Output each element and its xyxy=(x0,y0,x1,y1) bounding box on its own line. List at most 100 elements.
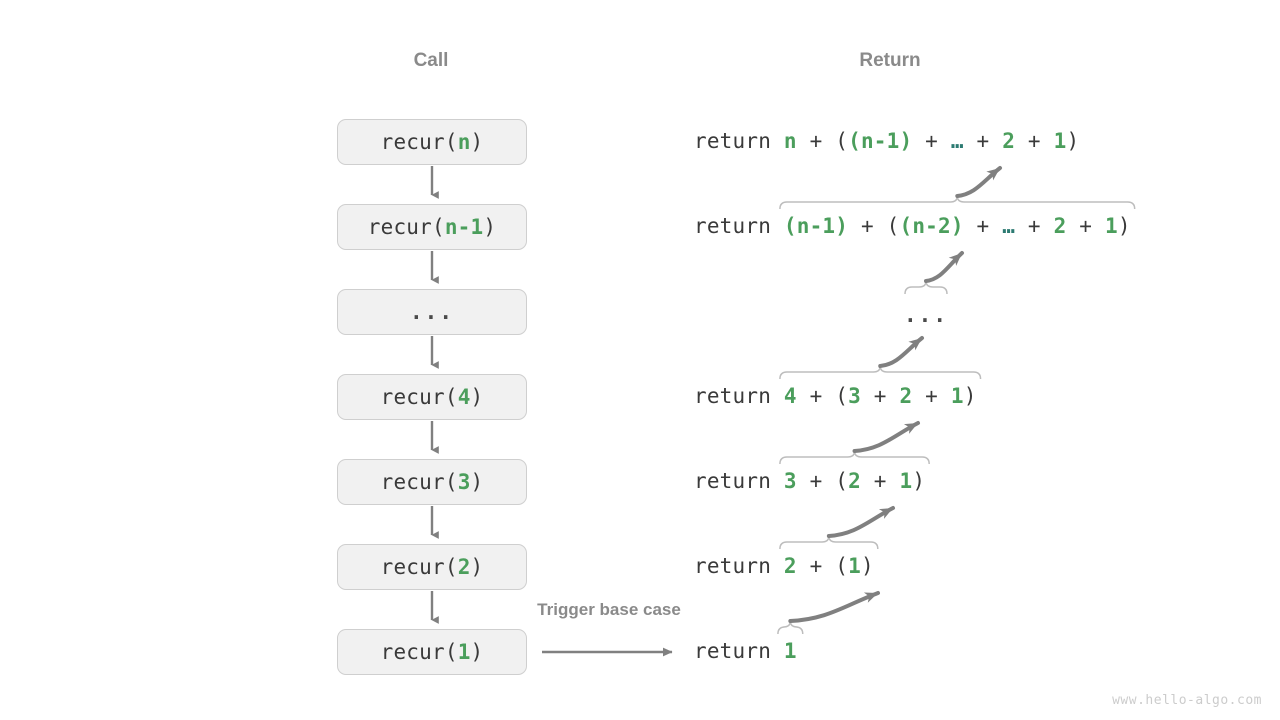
return-token: 1 xyxy=(783,639,797,663)
return-token: + ( xyxy=(796,469,849,493)
return-statement: return (n-1) + ((n-2) + … + 2 + 1) xyxy=(694,216,1131,237)
return-token: + ( xyxy=(796,384,849,408)
return-keyword: return xyxy=(694,469,784,493)
call-frame-box: recur(n) xyxy=(337,119,527,165)
return-flow-arrowhead xyxy=(878,508,893,519)
return-token: 2 xyxy=(1053,214,1067,238)
sum-brace xyxy=(779,365,982,380)
call-frame-fn: recur( xyxy=(380,385,458,409)
return-token: 1 xyxy=(1105,214,1118,238)
return-token: 4 xyxy=(783,384,797,408)
watermark: www.hello-algo.com xyxy=(1112,693,1262,708)
return-token: + xyxy=(1066,214,1105,238)
call-frame-box: recur(1) xyxy=(337,629,527,675)
return-token: 1 xyxy=(899,469,913,493)
return-statement: return 3 + (2 + 1) xyxy=(694,471,925,492)
return-statement: return 1 xyxy=(694,641,797,662)
sum-brace xyxy=(779,450,930,465)
return-token: ) xyxy=(963,384,977,408)
call-frame-box: recur(2) xyxy=(337,544,527,590)
return-flow-arrowhead xyxy=(948,253,962,266)
return-token: (n-1) xyxy=(783,214,849,238)
call-frame-box: recur(4) xyxy=(337,374,527,420)
call-frame-fn: recur( xyxy=(380,470,458,494)
return-expression: 1 xyxy=(784,639,797,663)
call-frame-paren: ) xyxy=(470,130,484,154)
sum-brace xyxy=(779,195,1136,210)
return-expression: (n-1) + ((n-2) + … + 2 + 1) xyxy=(784,214,1131,238)
return-flow-arrowhead xyxy=(903,423,918,434)
call-frame-arg: 3 xyxy=(457,470,471,494)
return-token: + ( xyxy=(796,129,849,153)
return-flow-arrow xyxy=(852,421,920,453)
return-flow-arrow xyxy=(826,506,895,538)
sum-brace xyxy=(777,620,804,635)
return-token: 2 xyxy=(1002,129,1016,153)
call-frame-arg: 4 xyxy=(457,385,471,409)
return-token: 2 xyxy=(783,554,797,578)
return-token: + ( xyxy=(796,554,849,578)
return-statement: return 2 + (1) xyxy=(694,556,874,577)
return-keyword: return xyxy=(694,214,784,238)
return-token: 3 xyxy=(848,384,861,408)
return-flow-arrowhead xyxy=(986,168,1000,181)
call-frame-paren: ) xyxy=(470,385,484,409)
call-frame-arg: n-1 xyxy=(444,215,484,239)
return-keyword: return xyxy=(694,384,784,408)
return-token: 1 xyxy=(1053,129,1067,153)
call-frame-paren: ) xyxy=(470,640,484,664)
return-statement: return n + ((n-1) + … + 2 + 1) xyxy=(694,131,1079,152)
return-token: + xyxy=(963,214,1003,238)
return-token: + xyxy=(1015,129,1054,153)
return-flow-arrowhead xyxy=(863,592,878,603)
return-token: 2 xyxy=(899,384,913,408)
return-keyword: return xyxy=(694,129,784,153)
return-token: + xyxy=(860,384,900,408)
call-frame-paren: ) xyxy=(470,555,484,579)
trigger-base-case-label: Trigger base case xyxy=(537,600,681,619)
return-flow-arrowhead xyxy=(908,338,922,351)
return-token: (n-2) xyxy=(899,214,964,238)
return-token: ) xyxy=(860,554,874,578)
return-expression: 4 + (3 + 2 + 1) xyxy=(784,384,977,408)
return-token: n xyxy=(783,129,797,153)
return-ellipsis-row: ... xyxy=(904,303,948,327)
call-frame-fn: recur( xyxy=(367,215,445,239)
sum-brace xyxy=(779,535,879,550)
return-token: (n-1) xyxy=(848,129,913,153)
column-header-return: Return xyxy=(859,50,921,71)
return-token: + ( xyxy=(848,214,900,238)
return-expression: 2 + (1) xyxy=(784,554,874,578)
return-token: 1 xyxy=(848,554,861,578)
call-frame-ellipsis: ... xyxy=(410,300,454,324)
return-statement: return 4 + (3 + 2 + 1) xyxy=(694,386,977,407)
return-flow-arrow xyxy=(924,251,964,283)
call-frame-box: recur(n-1) xyxy=(337,204,527,250)
call-frame-box: recur(3) xyxy=(337,459,527,505)
return-keyword: return xyxy=(694,639,784,663)
call-frame-arg: 1 xyxy=(457,640,471,664)
call-frame-paren: ) xyxy=(470,470,484,494)
sum-brace xyxy=(904,280,948,295)
call-frame-box: ... xyxy=(337,289,527,335)
call-frame-fn: recur( xyxy=(380,555,458,579)
return-flow-arrow xyxy=(878,336,924,368)
return-token: ) xyxy=(1117,214,1131,238)
call-frame-paren: ) xyxy=(483,215,497,239)
return-flow-arrow xyxy=(788,591,880,623)
column-header-call: Call xyxy=(413,50,449,71)
return-token: + xyxy=(912,384,951,408)
call-frame-arg: 2 xyxy=(457,555,471,579)
return-token: + xyxy=(912,129,951,153)
call-frame-arg: n xyxy=(457,130,471,154)
return-token: 1 xyxy=(950,384,964,408)
return-token: + xyxy=(963,129,1003,153)
return-token: + xyxy=(1015,214,1054,238)
return-token: ) xyxy=(1066,129,1080,153)
return-token: 3 xyxy=(783,469,797,493)
return-token: ) xyxy=(912,469,926,493)
call-frame-fn: recur( xyxy=(380,640,458,664)
return-token: … xyxy=(1002,214,1016,238)
return-token: … xyxy=(950,129,964,153)
return-flow-arrow xyxy=(955,166,1002,198)
